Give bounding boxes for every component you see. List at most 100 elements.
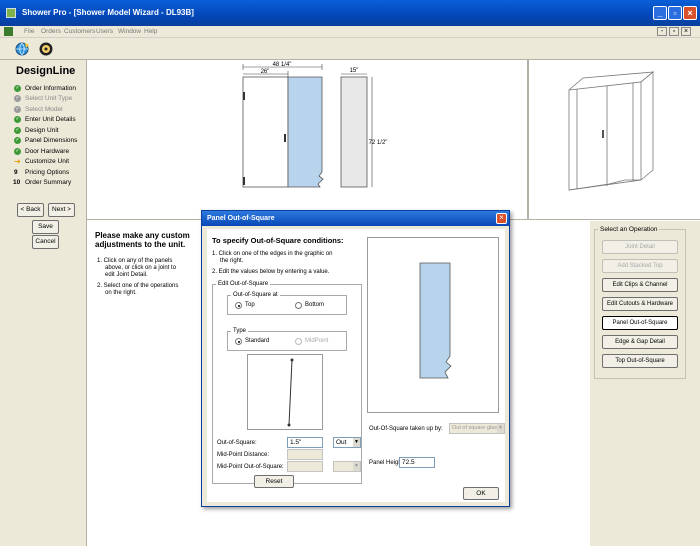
ok-button[interactable]: OK	[463, 487, 499, 500]
next-button[interactable]: Next >	[48, 203, 75, 217]
midpoint-distance-input	[287, 449, 323, 460]
app-icon	[6, 8, 16, 18]
menu-file[interactable]: File	[24, 28, 35, 35]
edit-cutouts-hardware-button[interactable]: Edit Cutouts & Hardware	[602, 297, 678, 311]
panel-height-label: Panel Height:	[369, 460, 406, 466]
check-icon: ✓	[14, 148, 21, 155]
radio-standard[interactable]	[235, 338, 242, 345]
unit-3d-view	[527, 60, 700, 220]
menu-help[interactable]: Help	[144, 28, 158, 35]
add-stacked-top-button[interactable]: Add Stacked Top	[602, 259, 678, 273]
step-label: Enter Unit Details	[25, 116, 76, 123]
globe-tool-icon[interactable]	[14, 41, 30, 57]
step-label: Select Model	[25, 106, 63, 113]
chevron-down-icon: ▼	[353, 438, 360, 447]
edit-clips-channel-button[interactable]: Edit Clips & Channel	[602, 278, 678, 292]
minimize-button[interactable]: _	[653, 6, 667, 20]
panel-out-of-square-dialog: Panel Out-of-Square × To specify Out-of-…	[201, 210, 510, 507]
oos-at-group: Out-of-Square at	[227, 292, 347, 315]
step-label: Order Information	[25, 85, 76, 92]
dialog-title: Panel Out-of-Square	[202, 211, 509, 226]
step-label: Panel Dimensions	[25, 137, 78, 144]
door-handle	[284, 134, 286, 142]
radio-bottom[interactable]	[295, 302, 302, 309]
step-label: Select Unit Type	[25, 95, 73, 102]
operations-caption: Select an Operation	[598, 226, 660, 233]
cancel-button[interactable]: Cancel	[32, 235, 59, 249]
instructions-title: Please make any custom adjustments to th…	[95, 231, 190, 249]
check-icon: ✓	[14, 116, 21, 123]
instruction-step1-line3: edit Joint Detail.	[105, 272, 148, 278]
oos-label: Out-of-Square:	[217, 440, 257, 446]
step-number: 10	[13, 179, 21, 186]
maximize-button[interactable]: ▫	[668, 6, 682, 20]
chevron-down-icon: ▼	[353, 462, 360, 471]
menu-window[interactable]: Window	[118, 28, 142, 35]
oos-edge-preview	[247, 354, 323, 430]
midpoint-distance-label: Mid-Point Distance:	[217, 452, 270, 458]
check-icon: ✓	[14, 85, 21, 92]
midpoint-oos-input	[287, 461, 323, 472]
step-label: Door Hardware	[25, 148, 70, 155]
panel-height-input[interactable]: 72.5	[399, 457, 435, 468]
fixed-panel-selected[interactable]	[287, 76, 324, 188]
oos-input[interactable]: 1.5"	[287, 437, 323, 448]
edit-oos-caption: Edit Out-of-Square	[216, 281, 271, 287]
return-panel[interactable]	[340, 76, 368, 188]
toolbar	[0, 38, 700, 60]
menu-orders[interactable]: Orders	[41, 28, 61, 35]
dialog-heading: To specify Out-of-Square conditions:	[212, 236, 344, 245]
dim-side-label: 15"	[350, 68, 359, 74]
taken-up-select: Out of square glass ▼	[449, 423, 505, 434]
menu-customers[interactable]: Customers	[64, 28, 96, 35]
edge-gap-detail-button[interactable]: Edge & Gap Detail	[602, 335, 678, 349]
radio-top[interactable]	[235, 302, 242, 309]
wizard-sidebar: DesignLine ✓ Order Information ✓ Select …	[0, 60, 87, 546]
reset-button[interactable]: Reset	[254, 475, 294, 488]
radio-standard-label: Standard	[245, 338, 270, 344]
step-label: Pricing Options	[25, 169, 70, 176]
oos-at-caption: Out-of-Square at	[231, 292, 280, 298]
oos-direction-value: Out	[336, 439, 347, 446]
midpoint-direction-select: ▼	[333, 461, 361, 472]
hinge-bottom	[243, 177, 245, 185]
radio-bottom-label: Bottom	[305, 302, 325, 308]
panel-preview	[367, 237, 499, 413]
brand-title: DesignLine	[16, 65, 76, 77]
window-title: Shower Pro - [Shower Model Wizard - DL93…	[22, 8, 194, 17]
oos-direction-select[interactable]: Out ▼	[333, 437, 361, 448]
operations-panel: Select an Operation Joint Detail Add Sta…	[590, 221, 700, 546]
dialog-body: To specify Out-of-Square conditions: 1. …	[207, 229, 505, 502]
save-button[interactable]: Save	[32, 220, 59, 234]
back-button[interactable]: < Back	[17, 203, 44, 217]
step-number: 9	[14, 169, 18, 176]
mdi-restore-button[interactable]: ▫	[669, 27, 679, 36]
dialog-step1-line1: 1. Click on one of the edges in the grap…	[212, 251, 333, 257]
panel-out-of-square-button[interactable]: Panel Out-of-Square	[602, 316, 678, 330]
sample-tool-icon[interactable]	[38, 41, 54, 57]
unit-drawing-svg: 48 1/4" 26" 15" 72 1/2"	[242, 62, 387, 188]
close-button[interactable]: ×	[683, 6, 697, 20]
hinge-top	[243, 92, 245, 100]
menu-users[interactable]: Users	[96, 28, 113, 35]
taken-up-value: Out of square glass	[452, 425, 500, 431]
check-icon: ✓	[14, 127, 21, 134]
door-panel[interactable]	[242, 76, 289, 188]
joint-detail-button[interactable]: Joint Detail	[602, 240, 678, 254]
check-icon: ✓	[14, 106, 21, 113]
dialog-step2: 2. Edit the values below by entering a v…	[212, 269, 330, 275]
instruction-step2-line1: 2. Select one of the operations	[97, 283, 179, 289]
document-icon	[4, 27, 13, 36]
dim-door-label: 26"	[261, 69, 270, 75]
dialog-close-button[interactable]: ×	[496, 213, 507, 224]
top-out-of-square-button[interactable]: Top Out-of-Square	[602, 354, 678, 368]
step-label: Design Unit	[25, 127, 59, 134]
mdi-minimize-button[interactable]: -	[657, 27, 667, 36]
check-icon: ✓	[14, 95, 21, 102]
preview-panel[interactable]	[419, 262, 452, 379]
instruction-step2-line2: on the right.	[105, 290, 137, 296]
menu-bar: File Orders Customers Users Window Help …	[0, 26, 700, 38]
mdi-close-button[interactable]: ×	[681, 27, 691, 36]
radio-midpoint	[295, 338, 302, 345]
unit-3d-svg	[568, 71, 655, 191]
